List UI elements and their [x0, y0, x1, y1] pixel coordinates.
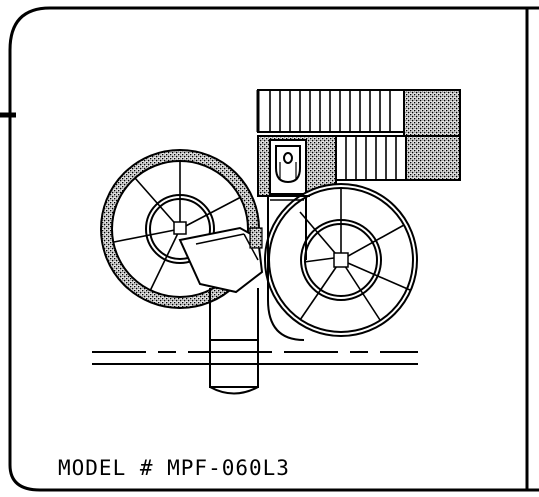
- title-block-border: [0, 6, 539, 492]
- stair-lower: [335, 135, 461, 181]
- exit-chute-left: [178, 226, 264, 395]
- exit-run: [209, 339, 259, 388]
- right-spiral: [264, 183, 418, 337]
- stair-upper: [256, 89, 461, 137]
- descending-chute: [264, 195, 310, 341]
- model-number-label: MODEL # MPF-060L3: [58, 456, 290, 480]
